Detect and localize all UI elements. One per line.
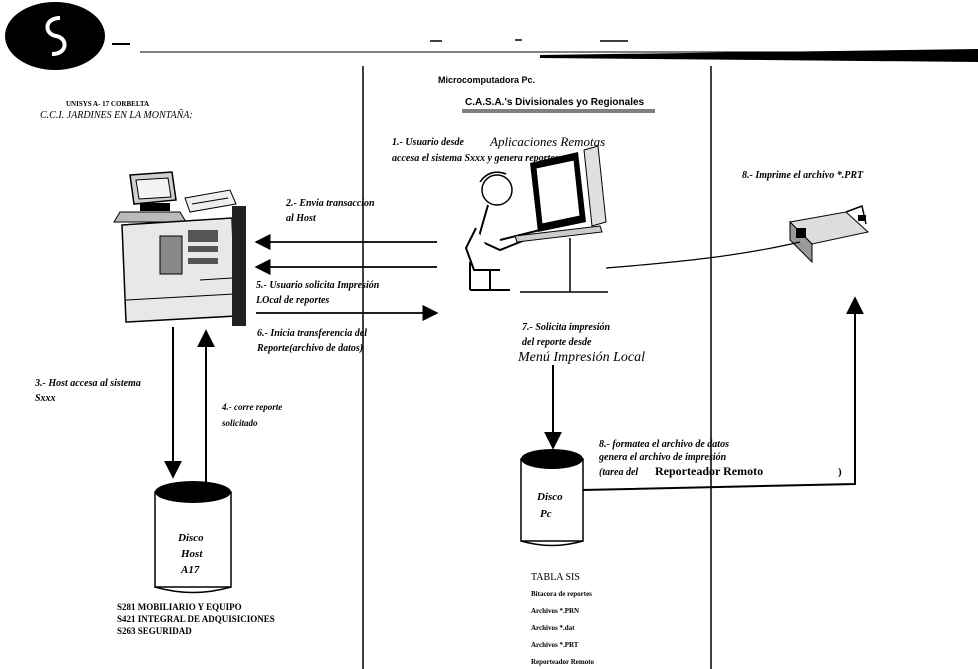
step6-desc: Reporte(archivo de datos) — [257, 343, 364, 354]
step6-label: 6.- Inicia transferencia del — [257, 328, 367, 339]
step8-task: (tarea del — [599, 467, 639, 478]
step5-label: 5.- Usuario solicita Impresión — [256, 280, 380, 291]
step3-label: 3.- Host accesa al sistema — [35, 378, 141, 389]
step8-desc: genera el archivo de impresión — [599, 452, 727, 463]
step8-reporteador: Reporteador Remoto — [655, 464, 764, 478]
tabla-item: Bitacora de reportes — [531, 590, 592, 598]
step5-desc: LOcal de reportes — [256, 295, 330, 306]
tabla-item: Reporteador Remoto — [531, 658, 595, 666]
tabla-item: Archivos *.PRN — [531, 607, 580, 615]
host-disk-label1: Disco — [178, 532, 204, 544]
pc-disk-label2: Pc — [540, 508, 552, 520]
logo — [5, 2, 130, 70]
step7-desc: del reporte desde — [522, 337, 592, 348]
header-rule — [140, 39, 978, 62]
printer-icon — [788, 204, 870, 264]
step2-label: 2.- Envia transaccion — [286, 198, 375, 209]
system-item: S281 MOBILIARIO Y EQUIPO — [117, 602, 242, 612]
pc-disk-icon — [520, 449, 584, 547]
arrow-8-disk-to-printer — [581, 296, 864, 491]
system-item: S421 INTEGRAL DE ADQUISICIONES — [117, 614, 275, 624]
tabla-item: Archivos *.PRT — [531, 641, 579, 649]
step-print-label: 8.- Imprime el archivo *.PRT — [742, 170, 864, 181]
step1-label: 1.- Usuario desde — [392, 137, 464, 148]
step3-desc: Sxxx — [35, 393, 56, 404]
left-header-line1: UNISYS A- 17 CORBELTA — [66, 100, 150, 108]
pc-printer-connector — [605, 241, 801, 269]
step8-close: ) — [838, 466, 842, 478]
step1-desc: accesa el sistema Sxxx y genera reportes — [392, 153, 559, 164]
step2-desc: al Host — [286, 213, 316, 224]
user-at-pc-icon — [464, 145, 608, 293]
host-disk-icon — [154, 481, 232, 594]
step4-desc: solicitado — [222, 418, 258, 428]
system-item: S263 SEGURIDAD — [117, 626, 192, 636]
tabla-item: Archivos *.dat — [531, 624, 575, 632]
step7-label: 7.- Solicita impresión — [522, 322, 611, 333]
mainframe-computer-icon — [113, 171, 246, 326]
left-header-line2: C.C.I. JARDINES EN LA MONTAÑA: — [40, 110, 193, 121]
pc-disk-label1: Disco — [537, 491, 563, 503]
step8-label: 8.- formatea el archivo de datos — [599, 439, 729, 450]
step4-label: 4.- corre reporte — [222, 402, 283, 412]
host-disk-label3: A17 — [181, 564, 200, 576]
step7-menu: Menú Impresión Local — [518, 350, 646, 365]
center-subtitle: C.A.S.A.'s Divisionales yo Regionales — [465, 97, 645, 108]
center-title: Microcomputadora Pc. — [438, 75, 536, 85]
step1-app-label: Aplicaciones Remotas — [490, 134, 606, 149]
host-disk-label2: Host — [181, 548, 203, 560]
tabla-title: TABLA SIS — [531, 572, 580, 583]
